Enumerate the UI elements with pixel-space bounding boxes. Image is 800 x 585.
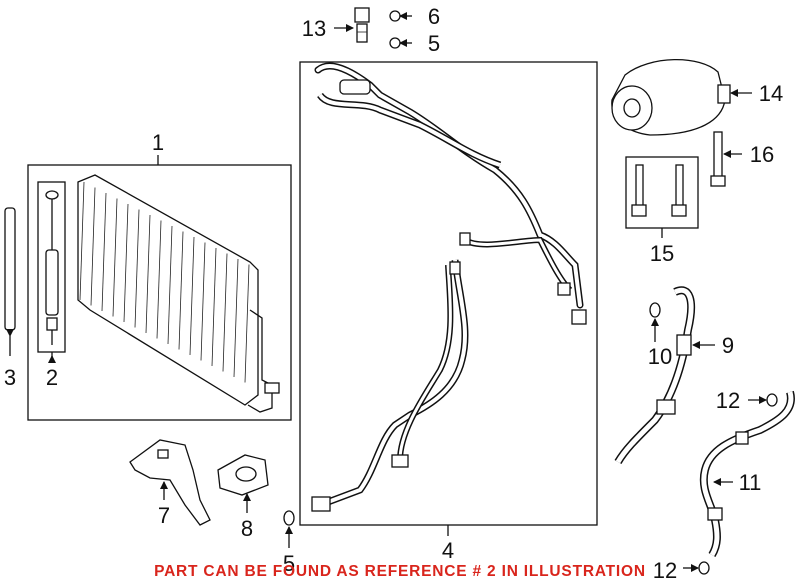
o-ring-6 <box>389 10 401 22</box>
callout-15: 15 <box>650 241 674 266</box>
condenser-fin-line <box>211 247 217 367</box>
condenser-fin-line <box>112 198 118 317</box>
bolt-set-box <box>625 156 699 238</box>
condenser-fin-line <box>145 214 151 334</box>
callout-9: 9 <box>722 333 734 358</box>
callout-16: 16 <box>750 142 774 167</box>
callout-2: 2 <box>46 365 58 390</box>
suction-line-illustration <box>699 390 795 558</box>
hose-assembly-box <box>299 61 598 536</box>
condenser-fin-line <box>167 225 173 345</box>
callout-13: 13 <box>302 16 326 41</box>
condenser-fin-line <box>134 209 140 328</box>
callout-12-top: 12 <box>716 388 740 413</box>
condenser-fin-line <box>222 253 228 372</box>
condenser-illustration <box>77 174 280 413</box>
callout-8: 8 <box>241 516 253 541</box>
condenser-fin-line <box>178 231 184 350</box>
callout-6: 6 <box>428 4 440 29</box>
callout-numbers: 1 2 3 4 5 5 6 7 8 9 10 11 12 12 13 14 15… <box>4 4 783 583</box>
seal-strip-illustration <box>4 207 16 356</box>
o-ring-12-bottom <box>698 561 710 575</box>
condenser-fin-line <box>244 264 250 383</box>
callout-1: 1 <box>152 130 164 155</box>
condenser-fin-line <box>90 187 96 306</box>
discharge-line-illustration <box>614 286 696 465</box>
callout-12-bottom: 12 <box>653 558 677 583</box>
callout-3: 3 <box>4 365 16 390</box>
bracket-illustration <box>129 439 211 526</box>
compressor-illustration <box>611 58 731 136</box>
condenser-fin-line <box>101 192 107 312</box>
callout-5-bottom: 5 <box>283 551 295 576</box>
callout-11: 11 <box>739 470 762 495</box>
condenser-fin-line <box>200 242 206 361</box>
condenser-fin-line <box>233 258 239 378</box>
receiver-drier-illustration <box>37 181 66 362</box>
callout-14: 14 <box>759 81 783 106</box>
hose-assembly-illustration <box>311 62 587 512</box>
condenser-fin-line <box>189 236 195 356</box>
condenser-group-box <box>27 155 292 421</box>
callout-10: 10 <box>648 344 672 369</box>
pressure-sensor-illustration <box>354 7 370 43</box>
o-ring-5-top <box>389 37 401 49</box>
condenser-fin-line <box>123 203 129 323</box>
condenser-fin-line <box>156 220 162 339</box>
reference-note: PART CAN BE FOUND AS REFERENCE # 2 IN IL… <box>154 563 646 580</box>
o-ring-12-top <box>766 393 778 407</box>
o-ring-5-bottom <box>283 510 295 526</box>
mount-illustration <box>217 454 269 496</box>
callout-4: 4 <box>442 538 454 563</box>
o-ring-10 <box>649 302 661 318</box>
leader-lines <box>48 12 767 572</box>
bolt-16-illustration <box>710 131 726 187</box>
condenser-fin-line <box>79 181 85 301</box>
callout-5-top: 5 <box>428 31 440 56</box>
callout-7: 7 <box>158 503 170 528</box>
